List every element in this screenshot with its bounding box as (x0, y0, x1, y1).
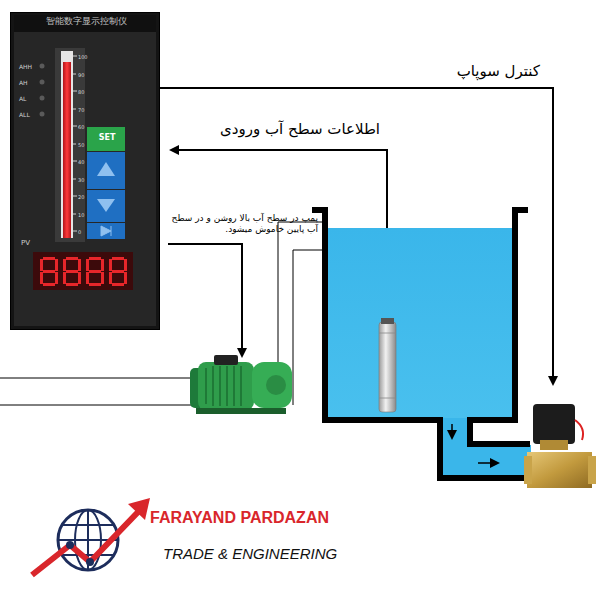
bar-track (61, 51, 73, 238)
panel-label: 60 (78, 124, 94, 130)
annotation-label: اطلاعات سطح آب ورودی (175, 120, 380, 139)
down-arrow (97, 199, 115, 212)
alarm-led (40, 96, 45, 101)
down-button (87, 190, 125, 222)
arrow-node (66, 541, 74, 549)
up-arrow (97, 162, 115, 176)
shift-arrow (101, 226, 111, 236)
controller-panel: 智能数字显示控制仪AHHAHALALL100908070605040302010… (10, 12, 160, 330)
device-case (10, 12, 160, 330)
panel-label: AHH (19, 63, 45, 71)
alarm-led (40, 80, 45, 85)
valve-bonnet (540, 440, 568, 450)
set-button (87, 127, 125, 151)
inlet-pipe (0, 378, 200, 405)
panel-label: 70 (78, 107, 94, 113)
motor-body (198, 362, 254, 410)
valve-wire (575, 420, 583, 440)
panel-label: PV (21, 239, 43, 248)
pump-head (252, 362, 292, 408)
annotation-label: TRADE & ENGINEERING (163, 545, 373, 564)
controller-device (10, 12, 160, 330)
annotation-label: کنترل سوپاپ (430, 62, 540, 81)
flow-arrow (451, 424, 453, 438)
sensor-body (379, 322, 396, 412)
panel-label: ALL (19, 111, 45, 119)
panel-label: AL (19, 95, 45, 103)
panel-label: SET (88, 133, 126, 143)
panel-label: 90 (78, 72, 94, 78)
valve-port (524, 456, 532, 484)
valve-body (527, 452, 592, 488)
panel-label: 30 (78, 177, 94, 183)
terminal-box (214, 355, 238, 365)
annotation-label: پمپ در سطح آب بالا روشن و در سطح آب پایی… (168, 213, 318, 236)
panel-label: 10 (78, 212, 94, 218)
led-digit (40, 257, 58, 286)
panel-label: 100 (78, 54, 94, 60)
level-bar (63, 62, 71, 238)
sensor-rings (379, 333, 396, 398)
pump-base (196, 408, 286, 414)
water-pump (190, 355, 292, 414)
device-title: 智能数字显示控制仪 (11, 16, 161, 27)
shift-button (87, 223, 125, 239)
valve-port (588, 456, 596, 484)
pipe-water (441, 445, 531, 476)
pump-inlet (266, 375, 286, 395)
led-digit (109, 257, 127, 286)
alarm-led (40, 64, 45, 69)
company-logo (32, 498, 150, 575)
panel-label: 80 (78, 89, 94, 95)
tank-water (325, 228, 515, 418)
scale-ticks (73, 56, 77, 231)
growth-arrow (32, 510, 140, 575)
led-digit (63, 257, 81, 286)
panel-label: 0 (78, 229, 94, 235)
alarm-led (40, 112, 45, 117)
led-digit (86, 257, 104, 286)
sensor-gland (381, 318, 394, 324)
valve-coil (533, 404, 575, 444)
led-display (33, 252, 133, 290)
growth-arrow-head (128, 498, 150, 520)
panel-label: 20 (78, 194, 94, 200)
pump-control-line (168, 244, 242, 356)
panel-label: AH (19, 79, 45, 87)
level-sensor (379, 318, 396, 412)
up-button (87, 152, 125, 189)
arrow-node (86, 558, 94, 566)
tank-wall (312, 210, 530, 478)
annotation-label: FARAYAND PARDAZAN (150, 508, 360, 528)
outlet-water (441, 418, 468, 446)
panel-label: 50 (78, 142, 94, 148)
device-front (14, 15, 156, 326)
panel-label: 40 (78, 159, 94, 165)
solenoid-valve (524, 404, 596, 488)
flow-arrow (478, 462, 498, 464)
motor-fins (206, 366, 241, 406)
